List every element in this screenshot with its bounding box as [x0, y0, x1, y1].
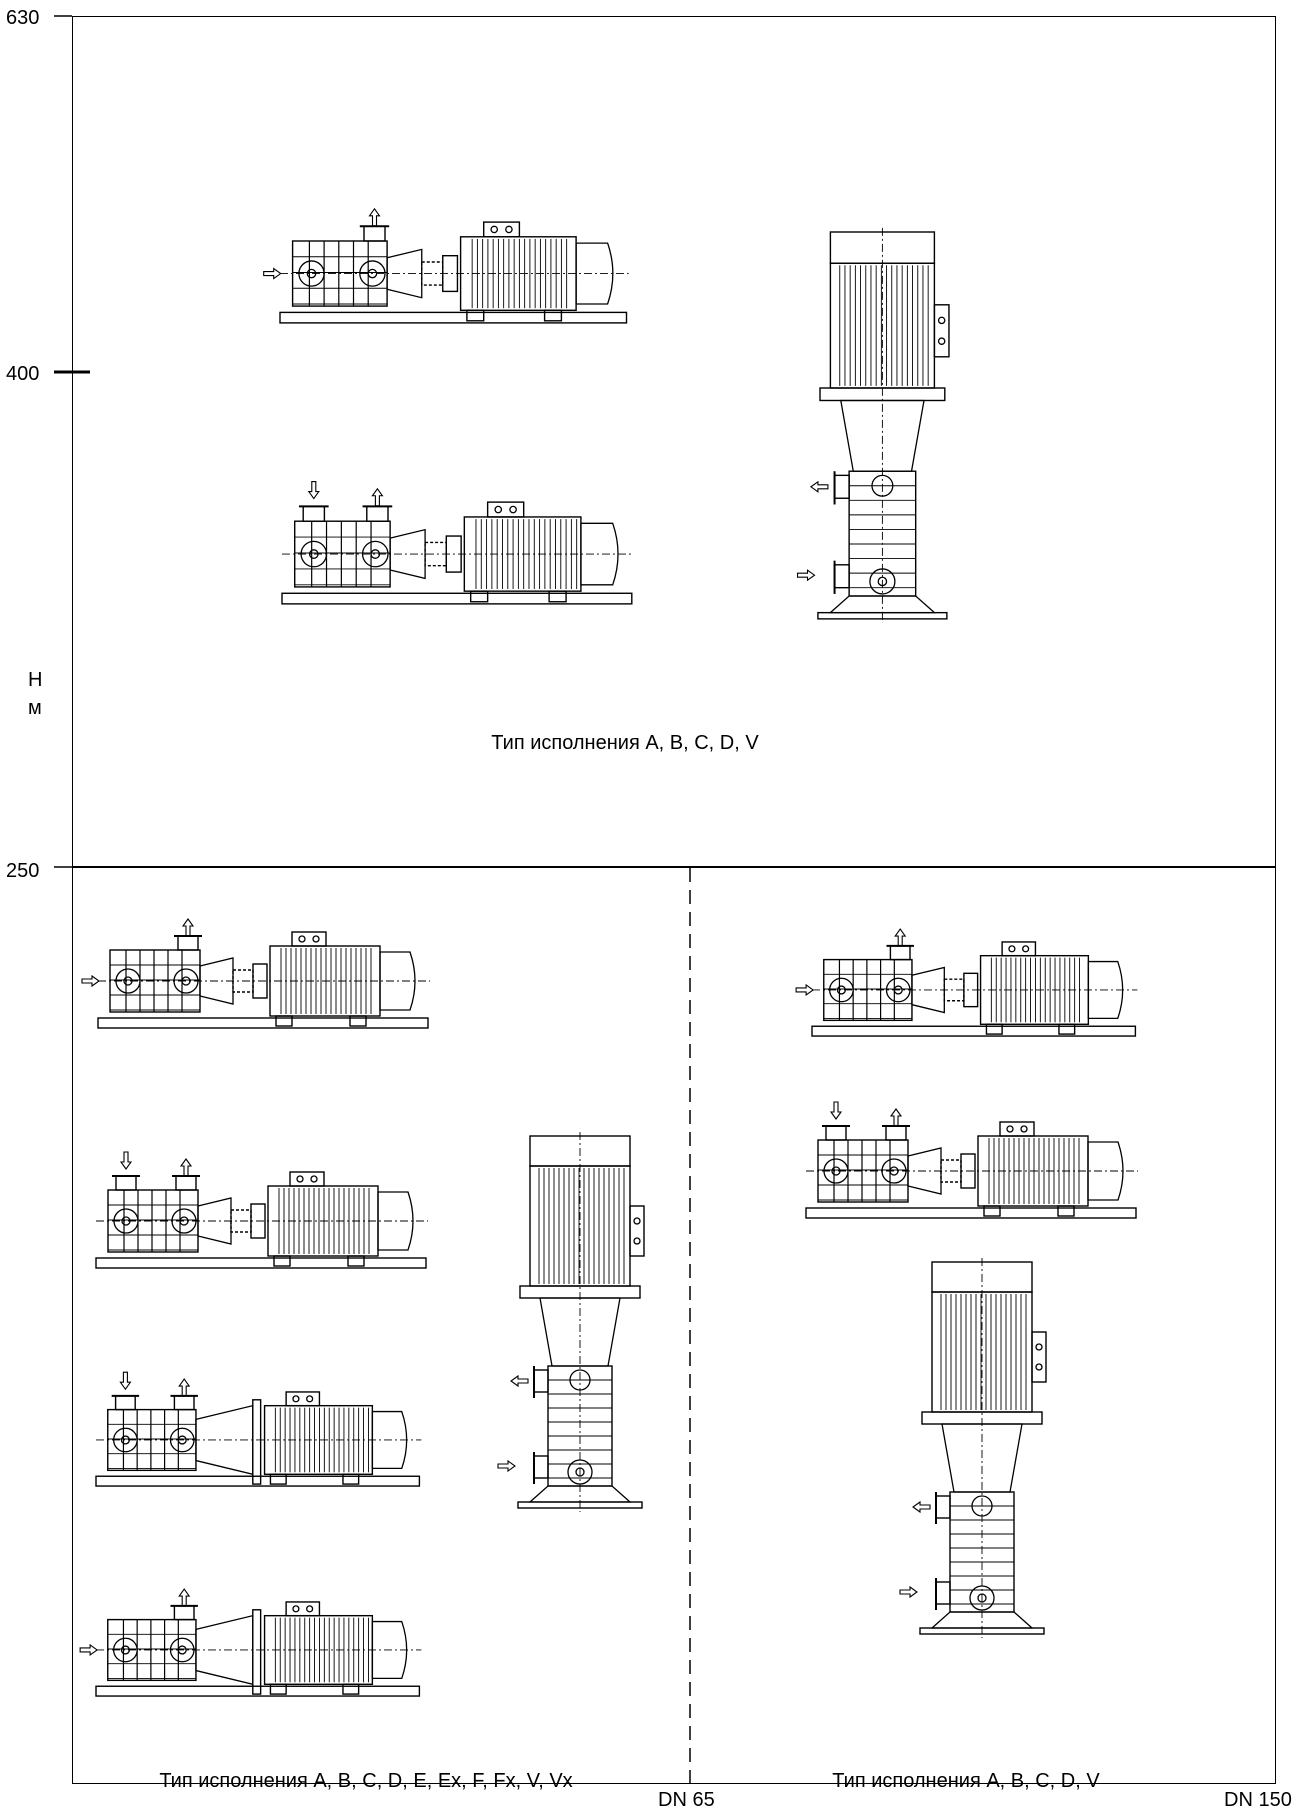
y-tick-630: 630 — [6, 7, 40, 29]
pump-lower-right-horizontal-1 — [795, 928, 1138, 1037]
pump-lower-left-horizontal-3 — [95, 1371, 422, 1487]
pump-upper-horizontal-2 — [281, 480, 634, 605]
pump-lower-left-horizontal-2 — [95, 1151, 428, 1269]
y-tick-250: 250 — [6, 860, 40, 882]
y-tick-400: 400 — [6, 363, 40, 385]
y-axis-label-h: H — [28, 669, 43, 691]
pump-lower-left-horizontal-4 — [79, 1588, 422, 1697]
caption-upper: Тип исполнения A, B, C, D, V — [491, 732, 759, 754]
pump-lower-right-horizontal-2 — [805, 1101, 1138, 1219]
caption-lower-left: Тип исполнения A, B, C, D, E, Ex, F, Fx,… — [159, 1770, 573, 1792]
pump-upper-horizontal-1 — [263, 207, 629, 324]
upper-region — [72, 16, 1276, 868]
x-tick-dn150: DN 150 — [1224, 1789, 1292, 1811]
x-tick-dn65: DN 65 — [658, 1789, 715, 1811]
pump-lower-left-horizontal-1 — [81, 918, 430, 1029]
y-axis-label-unit: м — [28, 697, 42, 719]
pump-lower-left-vertical — [497, 1132, 645, 1512]
pump-lower-right-vertical — [899, 1258, 1047, 1638]
caption-lower-right: Тип исполнения A, B, C, D, V — [832, 1770, 1100, 1792]
pump-upper-vertical — [796, 227, 950, 624]
lower-region — [72, 866, 1276, 1784]
